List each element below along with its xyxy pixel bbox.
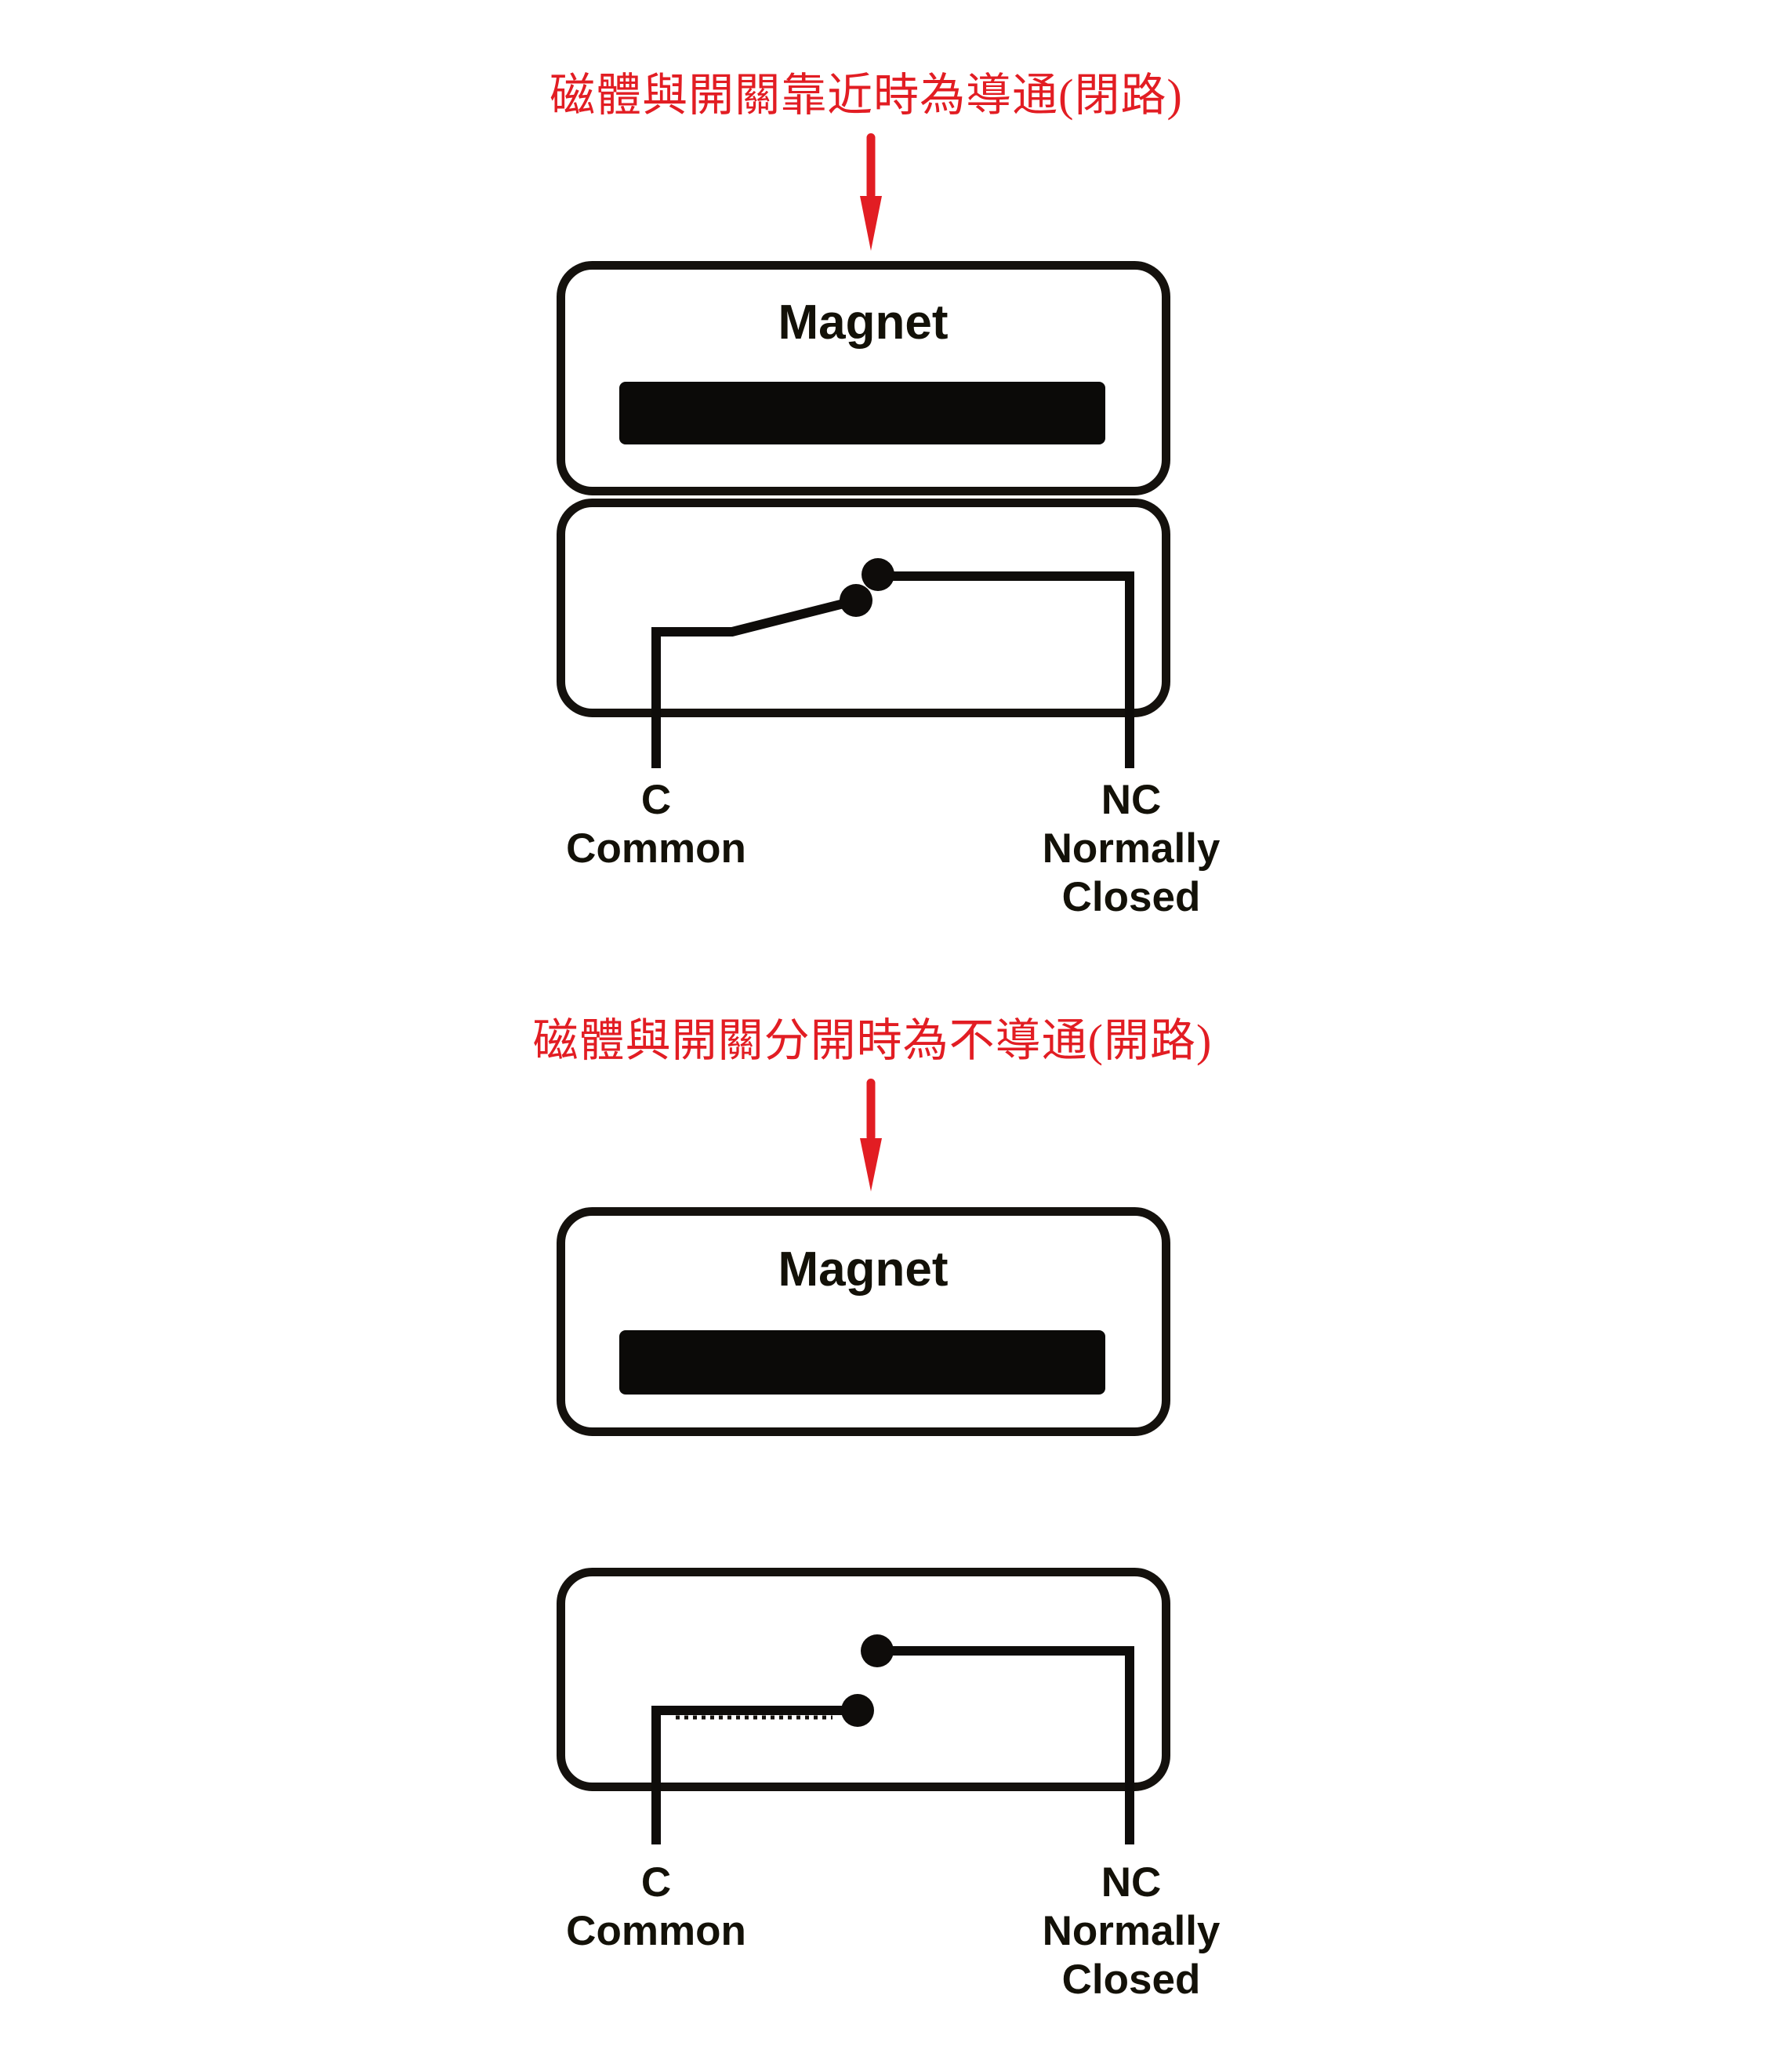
down-arrow-icon — [860, 1079, 882, 1191]
terminal-abbr: C — [640, 777, 672, 823]
arrow-head — [860, 1138, 882, 1191]
magnet-label: Magnet — [778, 1242, 949, 1297]
terminal-name-line2: Closed — [1061, 1957, 1201, 2003]
movable-contact-dot — [840, 584, 872, 617]
nc-terminal-label: NC Normally Closed — [1043, 776, 1221, 922]
open-state-diagram — [557, 1079, 1170, 1844]
nc-terminal-label: NC Normally Closed — [1043, 1859, 1221, 2004]
movable-contact-dot — [841, 1694, 874, 1727]
common-terminal-label: C Common — [566, 1859, 746, 1956]
terminal-name: Common — [566, 1908, 746, 1954]
closed-state-diagram — [557, 133, 1170, 768]
down-arrow-icon — [860, 133, 882, 251]
section-title: 磁體與開關靠近時為導通(閉路) — [550, 70, 1183, 121]
common-lead-open — [651, 1706, 858, 1844]
magnet-bar — [619, 382, 1105, 444]
nc-lead — [878, 571, 1134, 768]
common-lead-closed — [651, 596, 858, 768]
terminal-abbr: NC — [1101, 1859, 1162, 1906]
magnet-label: Magnet — [778, 296, 949, 350]
common-terminal-label: C Common — [566, 776, 746, 873]
terminal-name: Common — [566, 825, 746, 872]
terminal-name-line2: Closed — [1061, 874, 1201, 920]
section-title: 磁體與開關分開時為不導通(開路) — [532, 1015, 1213, 1066]
magnet-bar — [619, 1330, 1105, 1395]
reed-switch-box — [557, 1568, 1170, 1791]
arrow-head — [860, 196, 882, 251]
terminal-name-line1: Normally — [1042, 1908, 1221, 1954]
nc-lead — [877, 1646, 1134, 1844]
terminal-abbr: C — [640, 1859, 672, 1906]
arrow-stem — [866, 1079, 876, 1141]
arrow-stem — [866, 133, 876, 199]
terminal-abbr: NC — [1101, 777, 1162, 823]
terminal-name-line1: Normally — [1042, 825, 1221, 872]
